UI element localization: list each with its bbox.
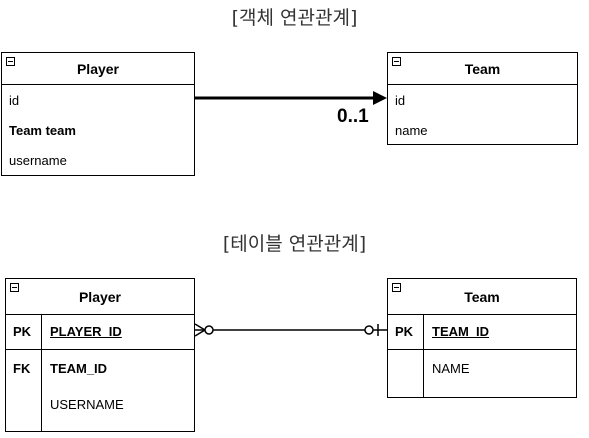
team-table-box[interactable]: Team PK TEAM_ID NAME — [387, 278, 577, 398]
collapse-icon[interactable] — [392, 57, 401, 66]
player-class-header: Player — [2, 53, 194, 85]
pk-divider — [388, 349, 576, 350]
multiplicity-label: 0..1 — [337, 106, 369, 127]
team-class-box[interactable]: Team id name — [387, 52, 578, 145]
pk-divider — [6, 349, 194, 350]
zero-optional-icon — [204, 325, 214, 335]
team-class-header: Team — [388, 53, 577, 85]
player-field-id: id — [9, 93, 20, 108]
team-field-name: name — [395, 123, 428, 138]
team-name-field: NAME — [432, 361, 470, 376]
player-table-header: Player — [6, 279, 194, 315]
player-pk-field: PLAYER_ID — [50, 324, 122, 339]
team-table-header: Team — [388, 279, 576, 315]
team-pk-key: PK — [395, 324, 414, 339]
collapse-icon[interactable] — [10, 283, 19, 292]
player-field-username: username — [9, 153, 67, 168]
player-fk-key: FK — [13, 361, 31, 376]
player-field-team: Team team — [9, 123, 76, 138]
arrow-head-icon — [373, 91, 387, 105]
object-section-title: [객체 연관관계] — [231, 7, 358, 29]
table-section-title: [테이블 연관관계] — [222, 233, 367, 255]
team-field-id: id — [395, 93, 406, 108]
crows-foot-icon — [194, 323, 206, 331]
player-table-box[interactable]: Player PK PLAYER_ID FK TEAM_ID USERNAME — [5, 278, 195, 432]
crows-foot-icon — [194, 329, 206, 337]
team-table-title: Team — [464, 289, 500, 305]
team-pk-field: TEAM_ID — [432, 324, 490, 339]
key-column-divider — [41, 315, 42, 432]
team-class-title: Team — [464, 61, 501, 77]
player-fk-field: TEAM_ID — [50, 361, 108, 376]
player-class-title: Player — [76, 61, 120, 77]
player-pk-key: PK — [13, 324, 32, 339]
zero-optional-icon — [364, 325, 374, 335]
key-column-divider — [423, 315, 424, 398]
player-table-title: Player — [78, 289, 122, 305]
collapse-icon[interactable] — [6, 57, 15, 66]
player-username-field: USERNAME — [50, 397, 124, 412]
collapse-icon[interactable] — [392, 283, 401, 292]
player-class-box[interactable]: Player id Team team username — [1, 52, 195, 176]
